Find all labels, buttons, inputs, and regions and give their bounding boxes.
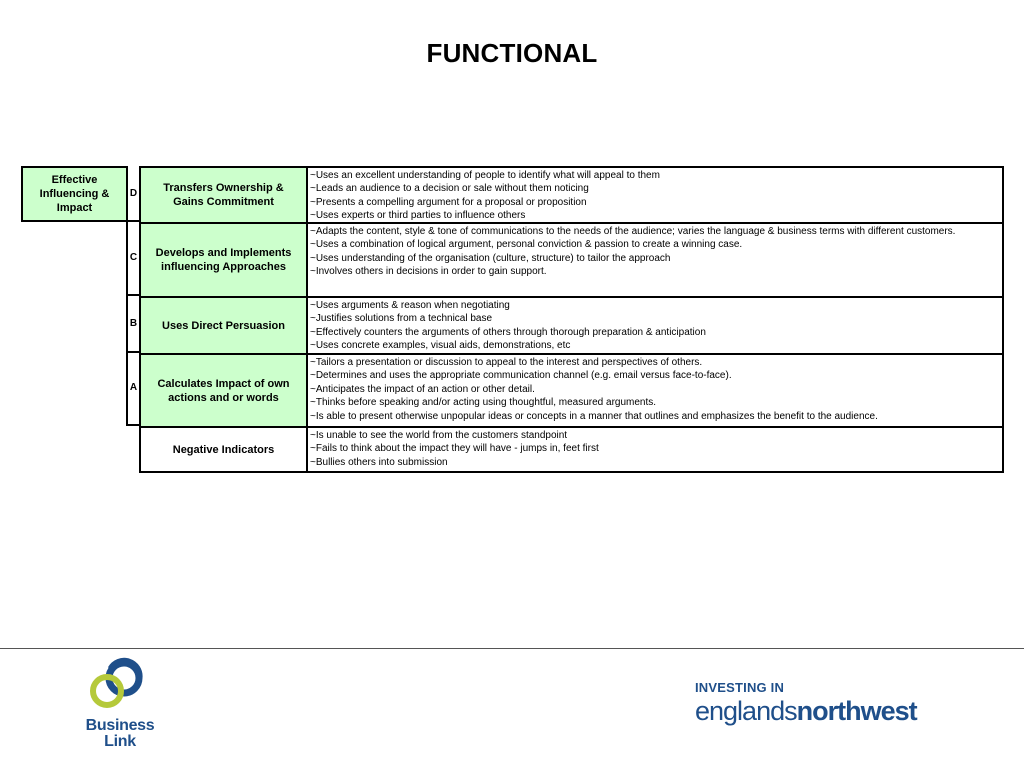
level-letter-a: A xyxy=(129,382,138,393)
indicator-item: ~Adapts the content, style & tone of com… xyxy=(310,226,956,237)
englands-text: englands xyxy=(695,696,798,726)
indicator-item: ~Determines and uses the appropriate com… xyxy=(310,370,732,382)
indicator-list: ~Uses arguments & reason when negotiatin… xyxy=(308,298,1002,353)
indicator-item: ~Uses experts or third parties to influe… xyxy=(310,210,526,222)
competency-cell: Calculates Impact of own actions and or … xyxy=(141,355,308,426)
competency-cell: Uses Direct Persuasion xyxy=(141,298,308,353)
table-row: Develops and Implements influencing Appr… xyxy=(141,222,1002,296)
level-separator xyxy=(126,351,141,353)
indicator-item: ~Fails to think about the impact they wi… xyxy=(310,443,599,455)
indicator-item: ~Involves others in decisions in order t… xyxy=(310,266,547,278)
competency-table: Transfers Ownership & Gains Commitment ~… xyxy=(139,166,1004,473)
indicator-item: ~Effectively counters the arguments of o… xyxy=(310,326,706,338)
indicator-item: ~Uses an excellent understanding of peop… xyxy=(310,170,660,181)
level-letter-c: C xyxy=(129,252,138,263)
business-link-text-line1: Business xyxy=(85,717,155,734)
competency-cell: Develops and Implements influencing Appr… xyxy=(141,224,308,296)
englands-northwest-wordmark: englandsnorthwest xyxy=(695,696,918,727)
indicator-item: ~Uses understanding of the organisation … xyxy=(310,252,671,264)
business-link-logo: Business Link xyxy=(80,656,160,752)
englands-northwest-logo: INVESTING IN englandsnorthwest xyxy=(695,680,965,730)
level-separator xyxy=(126,424,141,426)
category-label: Effective Influencing & Impact xyxy=(39,174,110,214)
category-box: Effective Influencing & Impact xyxy=(21,166,128,222)
indicator-item: ~Presents a compelling argument for a pr… xyxy=(310,196,587,208)
table-row: Calculates Impact of own actions and or … xyxy=(141,353,1002,426)
indicator-list: ~Uses an excellent understanding of peop… xyxy=(308,168,1002,222)
page-title: FUNCTIONAL xyxy=(426,38,598,68)
indicator-item: ~Bullies others into submission xyxy=(310,456,448,468)
table-row: Uses Direct Persuasion ~Uses arguments &… xyxy=(141,296,1002,353)
business-link-text-line2: Link xyxy=(104,733,136,750)
footer-divider xyxy=(0,648,1024,649)
indicator-item: ~Is unable to see the world from the cus… xyxy=(310,430,568,441)
level-separator xyxy=(126,220,141,222)
table-row: Negative Indicators ~Is unable to see th… xyxy=(141,426,1002,471)
indicator-list: ~Tailors a presentation or discussion to… xyxy=(308,355,1002,426)
northwest-text: northwest xyxy=(796,696,918,726)
business-link-rings-icon xyxy=(90,657,143,708)
indicator-item: ~Uses a combination of logical argument,… xyxy=(310,239,743,251)
level-letter-d: D xyxy=(129,188,138,199)
indicator-item: ~Thinks before speaking and/or acting us… xyxy=(310,397,657,409)
indicator-item: ~Is able to present otherwise unpopular … xyxy=(310,410,878,422)
indicator-item: ~Anticipates the impact of an action or … xyxy=(310,383,535,395)
competency-cell: Transfers Ownership & Gains Commitment xyxy=(141,168,308,222)
indicator-item: ~Leads an audience to a decision or sale… xyxy=(310,183,589,195)
table-row: Transfers Ownership & Gains Commitment ~… xyxy=(141,168,1002,222)
indicator-list: ~Is unable to see the world from the cus… xyxy=(308,428,1002,471)
level-separator xyxy=(126,294,141,296)
indicator-item: ~Uses concrete examples, visual aids, de… xyxy=(310,340,571,352)
negative-indicators-cell: Negative Indicators xyxy=(141,428,308,471)
indicator-item: ~Tailors a presentation or discussion to… xyxy=(310,357,703,368)
indicator-item: ~Uses arguments & reason when negotiatin… xyxy=(310,300,510,311)
investing-in-label: INVESTING IN xyxy=(695,680,785,695)
indicator-list: ~Adapts the content, style & tone of com… xyxy=(308,224,1002,296)
indicator-item: ~Justifies solutions from a technical ba… xyxy=(310,313,493,325)
level-letter-b: B xyxy=(129,318,138,329)
